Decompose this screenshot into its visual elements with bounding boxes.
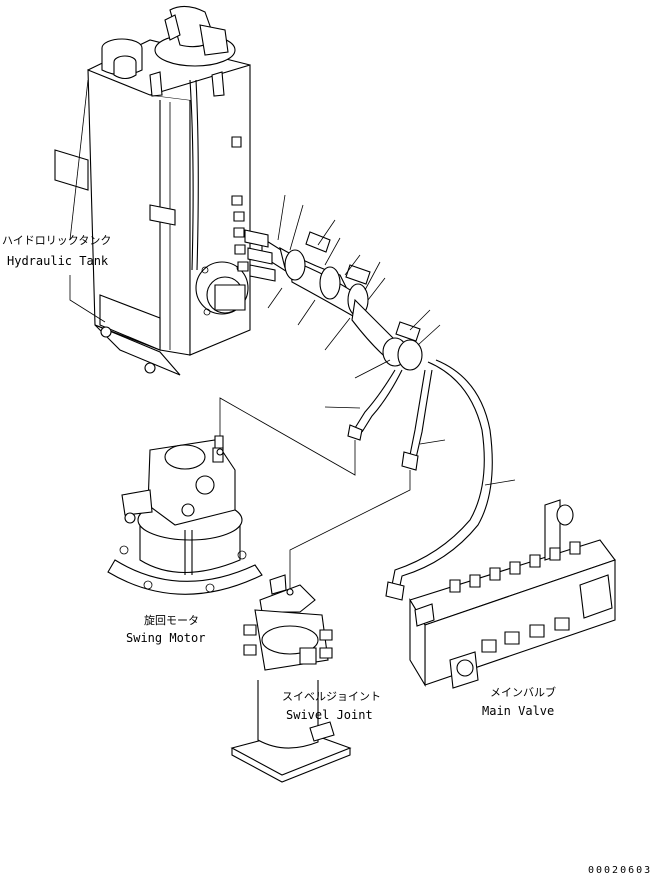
hydraulic-tank-label: Hydraulic Tank (7, 254, 109, 268)
hose-bundle (245, 230, 492, 600)
drawing-number: 00020603 (588, 865, 653, 876)
main-valve-label: Main Valve (482, 704, 555, 718)
leader-lines (220, 195, 515, 590)
swivel-joint-label: Swivel Joint (286, 708, 373, 722)
swivel-joint-label-jp: スイベルジョイント (282, 690, 381, 703)
hydraulic-tank (55, 6, 250, 375)
swivel-joint (232, 575, 350, 782)
swing-motor-label-jp: 旋回モータ (144, 614, 199, 627)
tank-leader-line-lower (70, 275, 105, 322)
tank-leader-line (70, 80, 88, 240)
main-valve-label-jp: メインバルブ (490, 686, 556, 699)
connector-dot (217, 449, 223, 455)
swing-motor-label: Swing Motor (126, 631, 206, 645)
connector-dot (287, 589, 293, 595)
hydraulic-tank-label-jp: ハイドロリックタンク (2, 234, 112, 247)
main-valve (410, 500, 615, 688)
swing-motor (108, 436, 262, 594)
